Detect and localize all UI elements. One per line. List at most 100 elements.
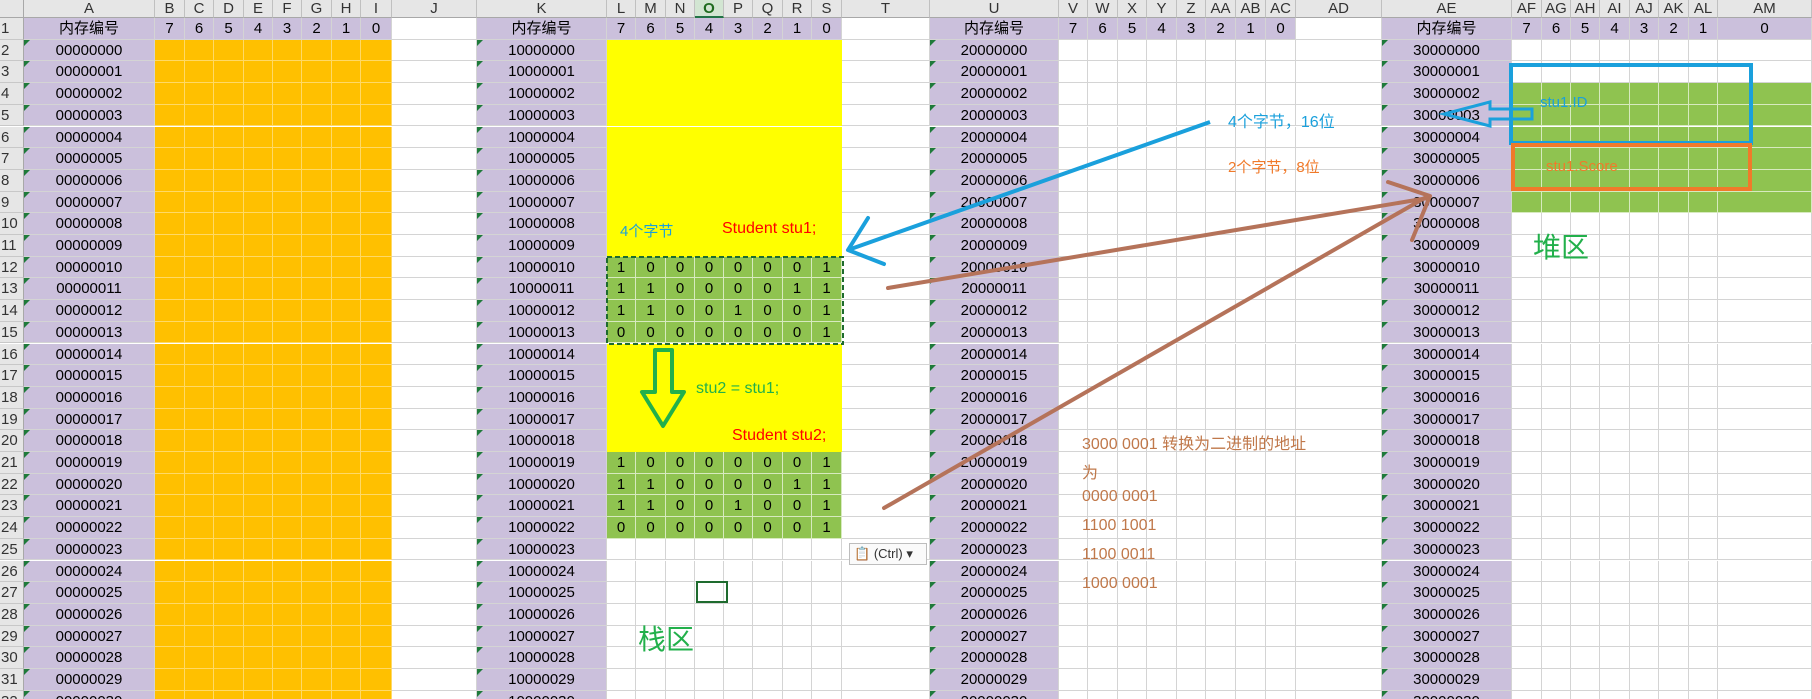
bit-cell[interactable] xyxy=(302,61,332,84)
bit-cell[interactable] xyxy=(1659,235,1689,257)
bit-cell[interactable] xyxy=(214,213,244,235)
bit-cell[interactable] xyxy=(155,148,185,170)
bit-cell[interactable] xyxy=(185,169,214,192)
bit-cell[interactable] xyxy=(1630,256,1659,279)
column-header-a[interactable]: A xyxy=(24,0,155,18)
bit-cell[interactable] xyxy=(666,213,695,235)
bit-cell[interactable] xyxy=(1600,256,1630,279)
column-header-h[interactable]: H xyxy=(332,0,361,18)
bit-cell[interactable] xyxy=(214,83,244,105)
empty-cell[interactable] xyxy=(842,235,930,257)
bit-cell[interactable] xyxy=(1147,169,1177,192)
address-cell[interactable]: 00000006 xyxy=(24,169,155,192)
bit-cell[interactable] xyxy=(1088,191,1118,214)
bit-cell[interactable] xyxy=(636,191,666,214)
bit-cell[interactable] xyxy=(666,191,695,214)
address-cell[interactable]: 00000000 xyxy=(24,39,155,62)
bit-cell[interactable] xyxy=(695,213,724,235)
bit-cell[interactable] xyxy=(1512,169,1542,192)
bit-cell[interactable] xyxy=(1206,148,1236,170)
bit-cell[interactable] xyxy=(1571,191,1600,214)
column-header-aa[interactable]: AA xyxy=(1206,0,1236,18)
bit-cell[interactable] xyxy=(155,213,185,235)
bit-cell[interactable] xyxy=(1147,104,1177,127)
bit-cell[interactable] xyxy=(1088,213,1118,235)
bit-cell[interactable] xyxy=(185,83,214,105)
bit-cell[interactable] xyxy=(1571,83,1600,105)
bit-cell[interactable] xyxy=(1689,148,1718,170)
address-cell[interactable]: 20000000 xyxy=(930,39,1059,62)
address-cell[interactable]: 00000011 xyxy=(24,278,155,301)
bit-cell[interactable] xyxy=(1059,256,1088,279)
bit-cell[interactable] xyxy=(1206,126,1236,149)
bit-cell[interactable] xyxy=(724,39,753,62)
row-header-32[interactable]: 32 xyxy=(0,690,24,699)
bit-cell[interactable] xyxy=(1512,191,1542,214)
bit-cell[interactable] xyxy=(1206,61,1236,84)
bit-cell[interactable] xyxy=(1059,61,1088,84)
row-header-21[interactable]: 21 xyxy=(0,452,24,474)
bit-cell[interactable] xyxy=(1177,126,1206,149)
column-header-o[interactable]: O xyxy=(695,0,724,18)
bit-cell[interactable] xyxy=(607,148,636,170)
empty-cell[interactable] xyxy=(392,235,477,257)
address-cell[interactable]: 10000009 xyxy=(477,235,607,257)
bit-cell[interactable] xyxy=(332,256,361,279)
bit-cell[interactable] xyxy=(1659,39,1689,62)
row-header-4[interactable]: 4 xyxy=(0,83,24,105)
bit-cell[interactable] xyxy=(1236,256,1266,279)
empty-cell[interactable] xyxy=(392,213,477,235)
bit-cell[interactable] xyxy=(1266,148,1296,170)
bit-cell[interactable] xyxy=(1571,213,1600,235)
bit-cell[interactable] xyxy=(812,83,842,105)
bit-cell[interactable] xyxy=(1118,191,1147,214)
bit-cell[interactable] xyxy=(1236,169,1266,192)
bit-cell[interactable] xyxy=(724,148,753,170)
bit-cell[interactable] xyxy=(1542,191,1571,214)
bit-cell[interactable] xyxy=(1689,83,1718,105)
bit-cell[interactable] xyxy=(1571,148,1600,170)
bit-cell[interactable] xyxy=(695,39,724,62)
bit-cell[interactable] xyxy=(155,83,185,105)
bit-cell[interactable] xyxy=(1177,148,1206,170)
bit-cell[interactable] xyxy=(1088,126,1118,149)
bit-cell[interactable] xyxy=(302,104,332,127)
bit-cell[interactable] xyxy=(724,126,753,149)
bit-cell[interactable] xyxy=(1630,148,1659,170)
bit-cell[interactable] xyxy=(185,126,214,149)
bit-cell[interactable] xyxy=(185,213,214,235)
address-cell[interactable]: 00000008 xyxy=(24,213,155,235)
bit-cell[interactable] xyxy=(1512,256,1542,279)
bit-cell[interactable] xyxy=(155,256,185,279)
bit-cell[interactable] xyxy=(214,148,244,170)
stu1-bit-cell[interactable]: 0 xyxy=(666,256,695,279)
bit-cell[interactable] xyxy=(1689,169,1718,192)
bit-cell[interactable] xyxy=(1059,104,1088,127)
row-header-6[interactable]: 6 xyxy=(0,126,24,149)
row-header-2[interactable]: 2 xyxy=(0,39,24,62)
bit-cell[interactable] xyxy=(783,148,812,170)
bit-cell[interactable] xyxy=(1147,83,1177,105)
bit-cell[interactable] xyxy=(636,61,666,84)
bit-cell[interactable] xyxy=(1542,83,1571,105)
empty-cell[interactable] xyxy=(842,83,930,105)
bit-cell[interactable] xyxy=(783,83,812,105)
address-cell[interactable]: 00000004 xyxy=(24,126,155,149)
column-header-ah[interactable]: AH xyxy=(1571,0,1600,18)
row-header-22[interactable]: 22 xyxy=(0,473,24,496)
bit-cell[interactable] xyxy=(1571,61,1600,84)
row-header-9[interactable]: 9 xyxy=(0,191,24,214)
bit-cell[interactable] xyxy=(244,126,273,149)
empty-cell[interactable] xyxy=(392,126,477,149)
row-header-24[interactable]: 24 xyxy=(0,517,24,539)
bit-cell[interactable] xyxy=(332,83,361,105)
bit-cell[interactable] xyxy=(1571,169,1600,192)
row-header-10[interactable]: 10 xyxy=(0,213,24,235)
bit-cell[interactable] xyxy=(273,278,302,301)
column-header-ad[interactable]: AD xyxy=(1296,0,1382,18)
bit-cell[interactable] xyxy=(1236,39,1266,62)
bit-cell[interactable] xyxy=(1236,126,1266,149)
bit-cell[interactable] xyxy=(666,61,695,84)
bit-cell[interactable] xyxy=(1177,39,1206,62)
empty-cell[interactable] xyxy=(842,256,930,279)
